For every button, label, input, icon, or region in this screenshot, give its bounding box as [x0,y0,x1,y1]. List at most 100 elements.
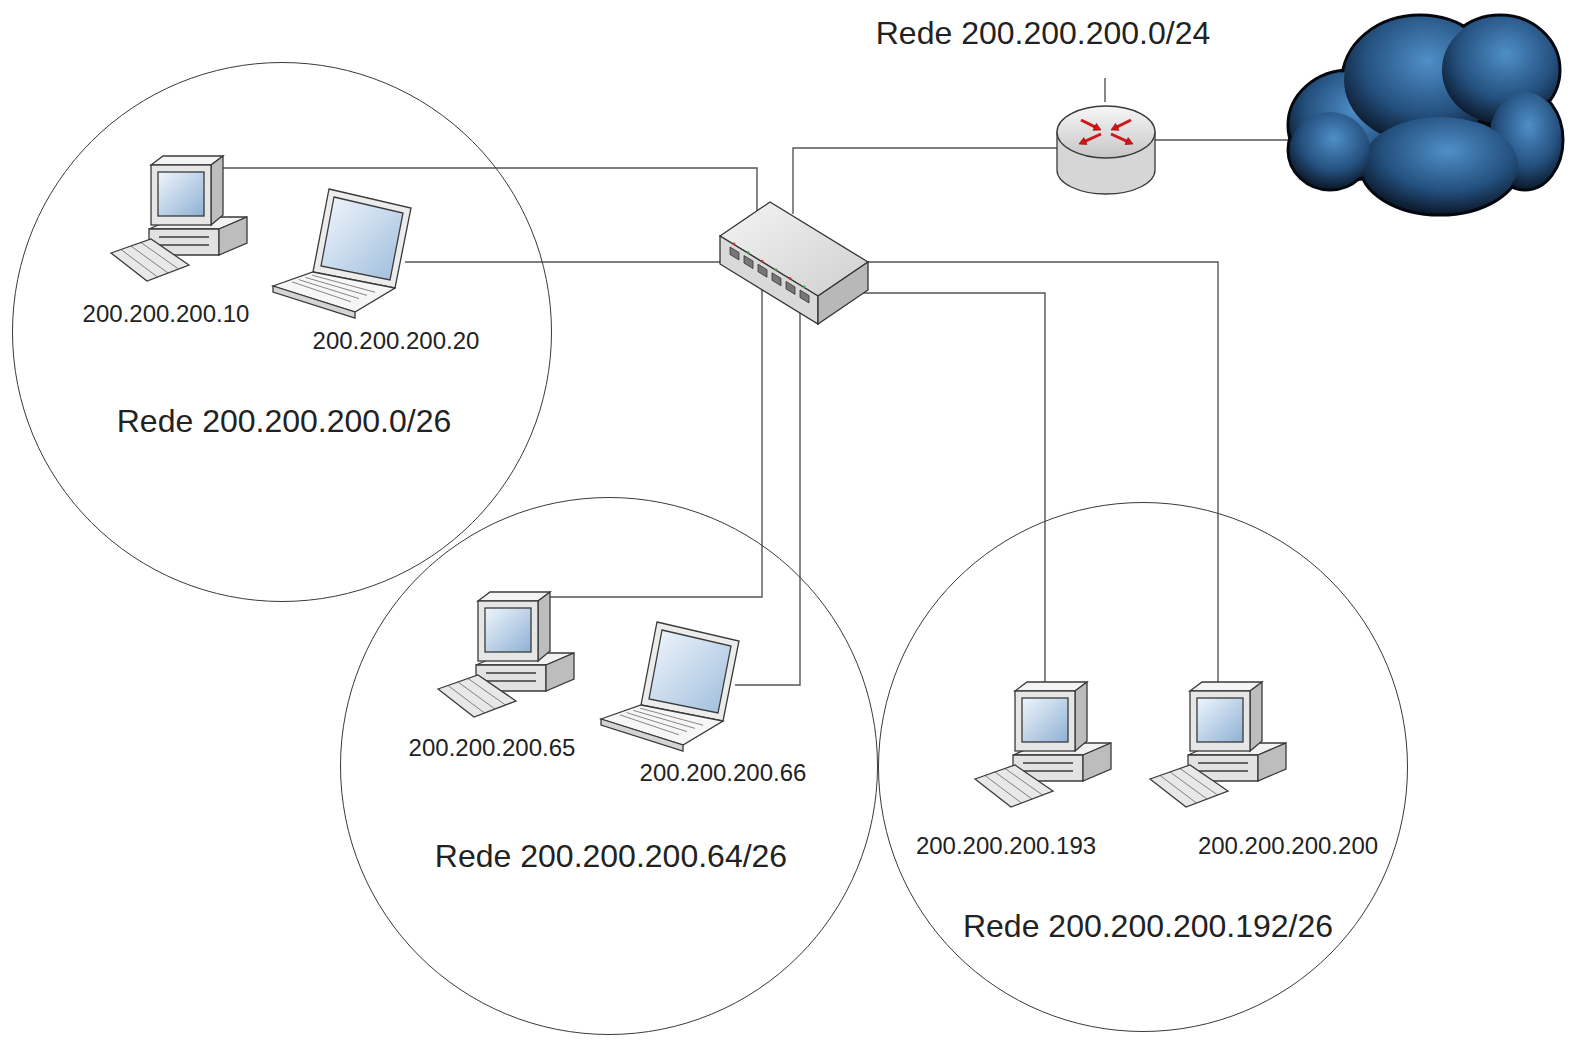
monitor-side [211,156,223,225]
switch-port [758,264,767,277]
keyboard-key-row [1180,769,1218,796]
router-arrowhead [1093,123,1101,130]
laptop-lid [313,189,411,288]
pc-icon [1148,679,1293,819]
router-node: Rede 200.200.200.0/24 [1055,98,1157,198]
cable [793,148,1058,214]
desktop-computer: 200.200.200.10 [109,153,254,293]
keyboard-key-row [468,679,506,706]
drive-slot [1023,762,1073,763]
ip-address-label: 200.200.200.66 [640,759,807,787]
cloud-symbol [1288,15,1563,215]
monitor-screen [158,172,204,216]
network-label: Rede 200.200.200.64/26 [435,838,787,875]
monitor-screen [1197,698,1243,742]
cable [405,261,722,262]
network-label: Rede 200.200.200.0/26 [117,403,452,440]
laptop-screen [321,197,403,280]
router-arrowhead [1125,138,1133,145]
ip-address-label: 200.200.200.20 [313,327,480,355]
monitor-side [1250,682,1262,751]
switch-port [730,247,739,260]
drive-slot [159,244,209,245]
case-side [219,217,247,255]
keyboard-key-row [305,277,367,295]
subnet-circle: 200.200.200.193200.200.200.200Rede 200.2… [878,502,1408,1032]
router-icon [1055,98,1157,198]
port-led [747,251,750,254]
laptop-computer: 200.200.200.20 [271,186,416,321]
cables [215,78,1292,685]
keyboard-key-row [620,715,679,735]
monitor-side [538,592,550,661]
keyboard-key-row [448,686,485,714]
port-led [775,268,778,271]
keyboard-key-row [299,280,359,299]
keyboard-key-row [995,772,1032,799]
pc-icon [973,679,1118,819]
subnet-circle: 200.200.200.65 200.200.200.66Rede 200.200… [340,497,878,1035]
drive-slot [159,236,209,237]
keyboard-key-row [640,708,703,725]
laptop-computer: 200.200.200.66 [599,619,744,754]
cable [735,300,800,685]
ip-address-label: 200.200.200.65 [409,734,576,762]
desktop-computer: 200.200.200.200 [1148,679,1293,819]
cable [860,293,1045,682]
monitor-screen [1022,698,1068,742]
keyboard-key-row [292,282,351,302]
keyboard [975,765,1053,807]
laptop-edge [273,286,355,318]
desktop-computer: 200.200.200.193 [973,679,1118,819]
keyboard-key-row [141,243,179,270]
cable [1153,139,1292,140]
monitor-front [478,601,538,661]
drive-slot [486,672,536,673]
cable [866,262,1218,682]
drive-slot [1198,762,1248,763]
laptop-screen [649,630,731,713]
network-label: Rede 200.200.200.192/26 [963,908,1333,945]
port-led [789,277,792,280]
keyboard-key-row [633,710,695,728]
drive-slot [486,680,536,681]
laptop-lid [641,622,739,721]
router-arrowhead [1079,138,1087,145]
switch-port [786,281,795,294]
case-side [1258,743,1286,781]
network-label: Rede 200.200.200.0/24 [876,15,1211,52]
laptop-edge [601,719,683,751]
pc-icon [436,589,581,729]
port-led [761,260,764,263]
laptop-icon [271,186,416,321]
cable [525,272,762,597]
ip-address-label: 200.200.200.10 [83,300,250,328]
subnet-circle: 200.200.200.10200.200.200.20Rede 200.200… [12,62,552,602]
port-led [803,286,806,289]
switch-port [744,256,753,269]
cable [215,168,757,228]
monitor-front [1190,691,1250,751]
case-side [1083,743,1111,781]
pc-icon [109,153,254,293]
monitor-screen [485,608,531,652]
keyboard-key-row [627,713,687,732]
keyboard [1150,765,1228,807]
keyboard-key-row [1170,772,1207,799]
keyboard-key-row [121,250,158,278]
keyboard-key-row [1160,776,1197,804]
monitor-side [1075,682,1087,751]
laptop-icon [599,619,744,754]
monitor-front [151,165,211,225]
port-led [733,243,736,246]
switch-symbol [720,202,868,324]
keyboard-key-row [458,682,495,709]
ip-address-label: 200.200.200.200 [1198,832,1378,860]
keyboard [438,675,516,717]
router-top [1057,106,1155,158]
cable [1104,78,1105,102]
keyboard-key-row [312,275,375,292]
router-arrowhead [1111,123,1119,130]
switch-port [772,273,781,286]
